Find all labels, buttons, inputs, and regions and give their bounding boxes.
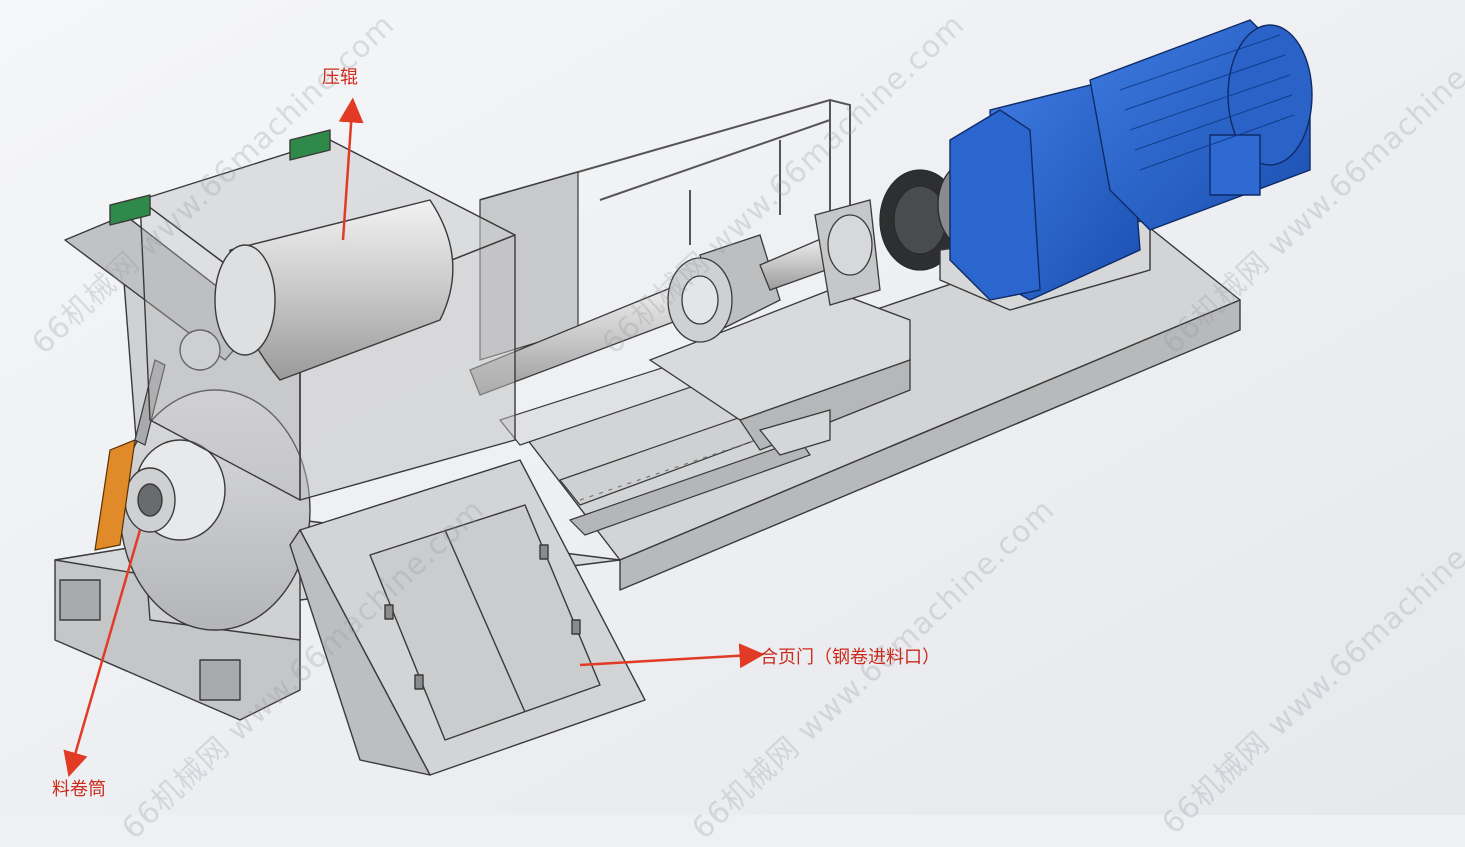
- press-roller-label: 压辊: [322, 67, 358, 88]
- carriage: [648, 289, 911, 456]
- coil-drum-label: 料卷筒: [52, 779, 106, 800]
- gear-motor: [939, 19, 1313, 311]
- machine-illustration: [0, 0, 1465, 815]
- press-roller-arrow: [338, 97, 364, 241]
- rear-frame: [479, 98, 851, 290]
- hinge-door: [289, 459, 646, 776]
- hinge-door-arrow: [579, 643, 765, 669]
- hinge-door-label: 合页门（钢卷进料口）: [760, 647, 940, 668]
- coil-drum-arrow: [63, 529, 142, 778]
- press-roller-hopper: [109, 129, 516, 501]
- spindle-shaft: [469, 199, 881, 396]
- callout-arrows: [63, 97, 765, 778]
